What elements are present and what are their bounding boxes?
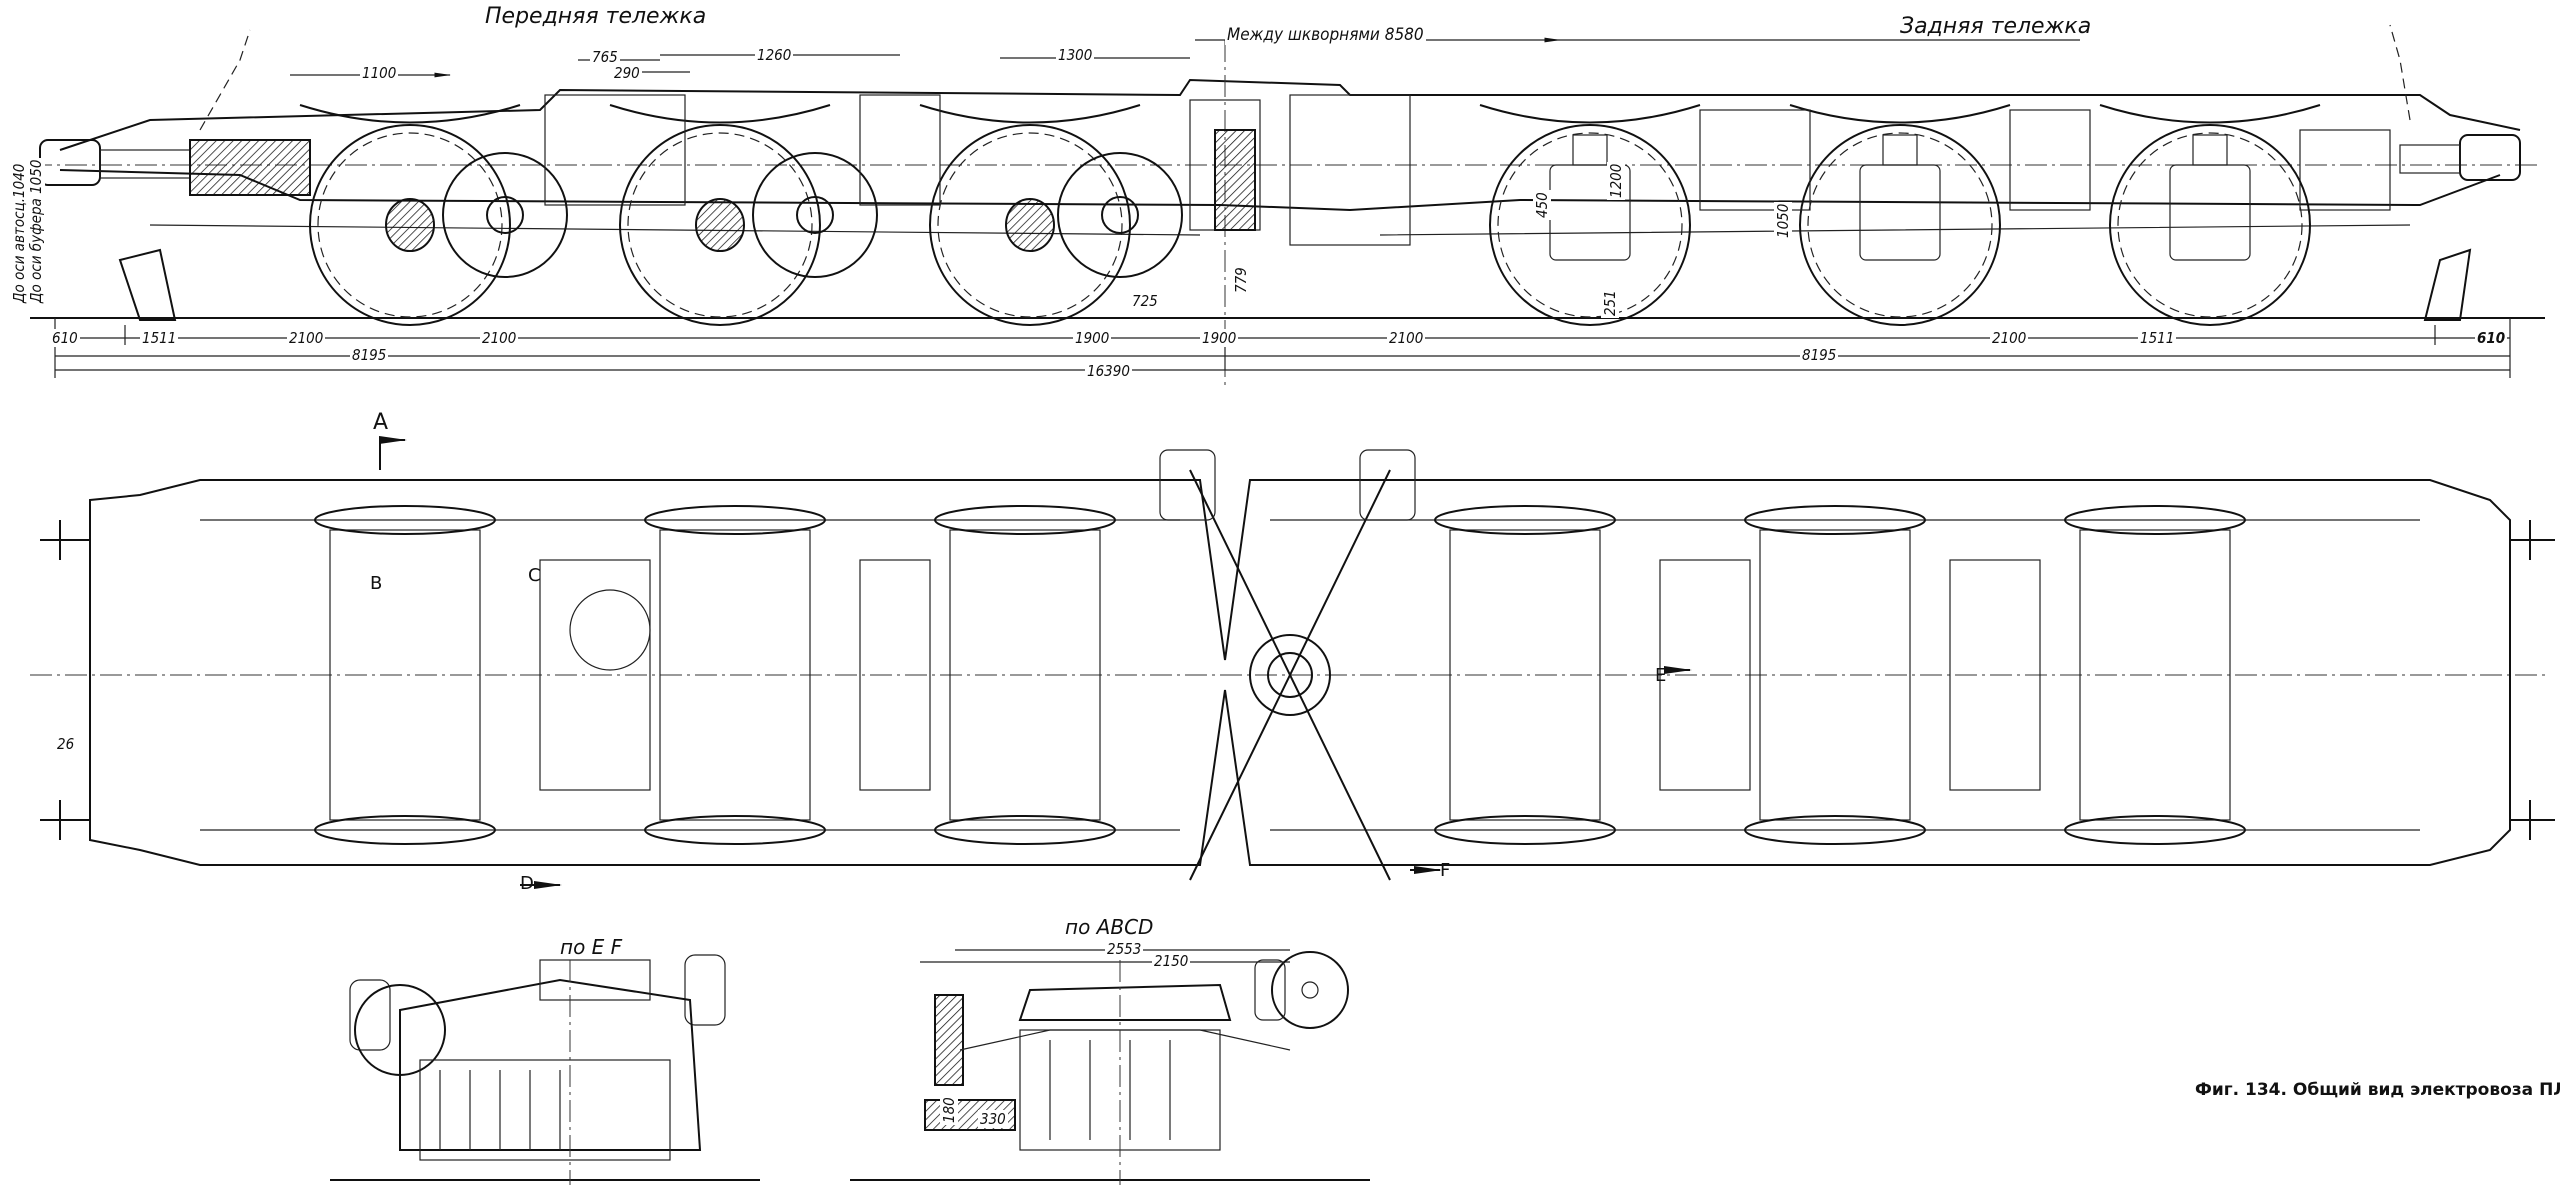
section-abcd-view xyxy=(850,949,1370,1185)
pivot-distance-label: Между шкворнями 8580 xyxy=(1225,25,1426,45)
dim-top-1260: 1260 xyxy=(755,46,794,64)
articulation-joint xyxy=(1159,449,1416,881)
front-bogie-title: Передняя тележка xyxy=(485,4,707,29)
label-buffer-axis-height: До оси буфера 1050 xyxy=(27,157,45,305)
section-mark-b: B xyxy=(370,573,383,594)
dim-bottom-1900-a: 1900 xyxy=(1073,329,1112,347)
section-mark-f: F xyxy=(1440,860,1451,881)
bottom-dimension-lines xyxy=(54,318,2511,378)
dim-bottom-2100-c: 2100 xyxy=(1387,329,1426,347)
rear-bogie-title: Задняя тележка xyxy=(1900,14,2092,39)
dim-abcd-180: 180 xyxy=(940,1095,958,1125)
dim-bottom-610-right: 610 xyxy=(2475,329,2508,347)
dim-top-1300: 1300 xyxy=(1056,46,1095,64)
section-arrows xyxy=(379,436,1692,889)
dim-top-1100: 1100 xyxy=(360,64,399,82)
plan-wheelsets xyxy=(314,505,2246,845)
plan-motors xyxy=(539,559,2041,791)
dim-abcd-2553: 2553 xyxy=(1105,940,1144,958)
plan-frame-outline xyxy=(89,479,2511,866)
frame-top-outline xyxy=(59,78,2521,151)
plan-view xyxy=(30,436,2555,889)
dim-bottom-2100-d: 2100 xyxy=(1990,329,2029,347)
wheelset-2 xyxy=(619,124,878,326)
label-coupler-axis-height: До оси автосц.1040 xyxy=(10,161,28,305)
frame-sill xyxy=(59,169,2501,212)
dim-half-8195-right: 8195 xyxy=(1800,346,1839,364)
traction-motor-blocks xyxy=(544,94,2091,246)
wheelset-4 xyxy=(1489,124,1691,326)
dim-inner-1200: 1200 xyxy=(1607,161,1625,200)
left-coupler xyxy=(39,29,311,321)
hand-brakes xyxy=(40,520,2555,840)
wheelset-5 xyxy=(1799,124,2001,326)
dim-bottom-2100-a: 2100 xyxy=(287,329,326,347)
section-mark-c: C xyxy=(528,565,541,586)
section-ef-title: по E F xyxy=(560,935,623,959)
dim-inner-1050: 1050 xyxy=(1774,201,1792,240)
dim-plan-26: 26 xyxy=(55,735,77,753)
lower-frame-line xyxy=(149,224,2411,236)
dim-top-290: 290 xyxy=(612,64,642,82)
dim-bottom-1511-right: 1511 xyxy=(2138,329,2177,347)
figure-caption: Фиг. 134. Общий вид электровоза ПЛ-22 xyxy=(2195,1080,2560,1100)
section-mark-d: D xyxy=(520,873,534,894)
dim-inner-450: 450 xyxy=(1533,190,1551,220)
top-dimension-lines xyxy=(290,37,2080,78)
dim-bottom-610-left: 610 xyxy=(50,329,80,347)
dim-inner-725: 725 xyxy=(1130,292,1160,310)
dim-inner-779: 779 xyxy=(1232,265,1250,295)
dim-inner-251: 251 xyxy=(1601,288,1619,318)
section-mark-a: A xyxy=(373,410,389,435)
dim-abcd-2150: 2150 xyxy=(1152,952,1191,970)
dim-top-765: 765 xyxy=(590,48,620,66)
wheelset-6 xyxy=(2109,124,2311,326)
section-ef-view xyxy=(330,954,760,1185)
dim-total-16390: 16390 xyxy=(1085,362,1132,380)
dim-abcd-330: 330 xyxy=(978,1110,1008,1128)
dim-half-8195-left: 8195 xyxy=(350,346,389,364)
dim-bottom-1900-b: 1900 xyxy=(1200,329,1239,347)
leaf-springs xyxy=(299,104,2321,124)
wheelset-3 xyxy=(929,124,1183,326)
plan-side-members xyxy=(200,519,2420,831)
dim-bottom-2100-b: 2100 xyxy=(480,329,519,347)
section-abcd-title: по ABCD xyxy=(1065,915,1154,939)
section-mark-e: E xyxy=(1655,665,1667,686)
dim-bottom-1511-left: 1511 xyxy=(140,329,179,347)
side-elevation-view xyxy=(30,24,2545,390)
wheelset-1 xyxy=(309,124,568,326)
right-coupler xyxy=(2299,24,2521,321)
